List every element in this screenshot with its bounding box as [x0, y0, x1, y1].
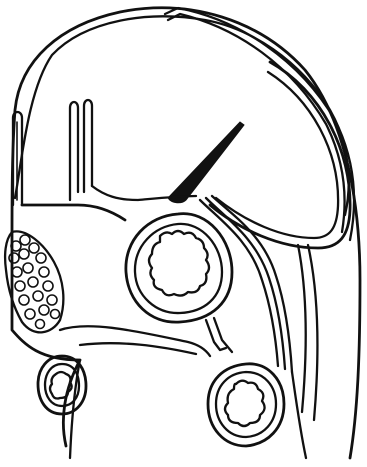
- dark-wedge-structure: [168, 122, 244, 203]
- left-lobular-cluster: [5, 231, 63, 332]
- right-contour-inner: [298, 245, 306, 412]
- central-oval-body: [126, 214, 232, 322]
- right-contour-outer: [308, 245, 317, 420]
- central-tube-right: [84, 100, 92, 192]
- central-oval-wavy-core: [149, 231, 209, 296]
- central-tube-left: [70, 102, 78, 200]
- lower-oval-wavy-core: [225, 381, 265, 426]
- horizontal-ledge: [22, 205, 125, 220]
- duct-right-wall: [80, 343, 196, 354]
- lower-right-oval-body: [208, 364, 284, 446]
- descending-tube-inner: [206, 198, 285, 369]
- lower-oval-outer: [208, 364, 284, 446]
